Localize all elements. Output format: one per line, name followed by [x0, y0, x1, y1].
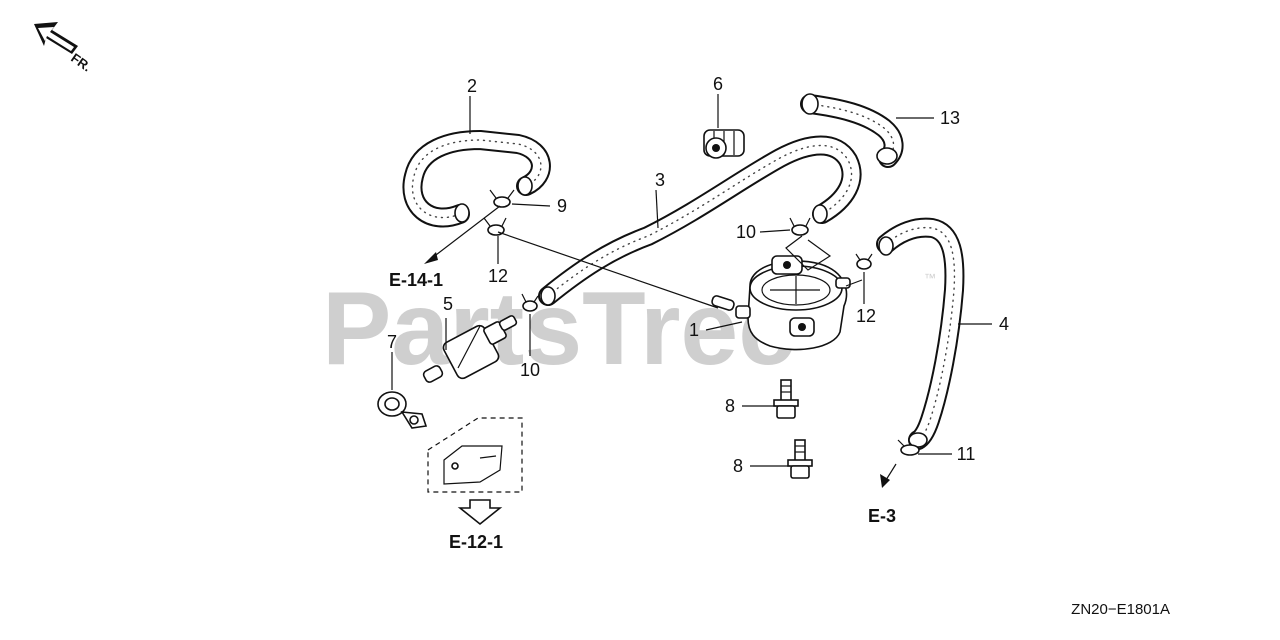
reference-e-12-1: E-12-1 [449, 532, 503, 552]
watermark-trademark: ™ [924, 271, 936, 285]
bolt-8-lower [787, 439, 813, 479]
clip-7 [377, 391, 428, 429]
clamp-10-right [789, 217, 811, 236]
bracket-reference [427, 417, 523, 493]
callout-6: 6 [713, 74, 723, 94]
reference-e-14-1: E-14-1 [389, 270, 443, 290]
callout-9: 9 [557, 196, 567, 216]
leader-lines [391, 94, 992, 488]
callout-5: 5 [443, 294, 453, 314]
clamp-12-left [483, 217, 507, 236]
callout-8-upper: 8 [725, 396, 735, 416]
callout-4: 4 [999, 314, 1009, 334]
callout-11: 11 [957, 444, 976, 464]
hose-4 [876, 217, 965, 450]
down-arrow-icon [457, 499, 503, 526]
callout-2: 2 [467, 76, 477, 96]
hose-13 [800, 93, 904, 168]
clamp-10-left [521, 293, 539, 312]
front-arrow-icon [34, 22, 78, 54]
callout-8-lower: 8 [733, 456, 743, 476]
callout-12-right: 12 [856, 306, 876, 326]
front-label: FR. [68, 50, 94, 74]
clamp-11 [897, 439, 920, 456]
callout-12-left: 12 [488, 266, 508, 286]
grommet-6 [703, 129, 745, 159]
callout-10-left: 10 [520, 360, 540, 380]
reference-e-3: E-3 [868, 506, 896, 526]
clamp-12-right [855, 253, 873, 270]
callout-10-right: 10 [736, 222, 756, 242]
callout-13: 13 [940, 108, 960, 128]
callout-3: 3 [655, 170, 665, 190]
diagram-code: ZN20−E1801A [1071, 601, 1170, 618]
hose-3 [538, 135, 862, 306]
bolt-8-upper [773, 379, 799, 419]
hose-2 [402, 130, 551, 228]
clamp-9 [489, 189, 515, 208]
callout-7: 7 [387, 332, 397, 352]
fuel-filter-5 [422, 315, 518, 383]
callout-1: 1 [689, 320, 699, 340]
